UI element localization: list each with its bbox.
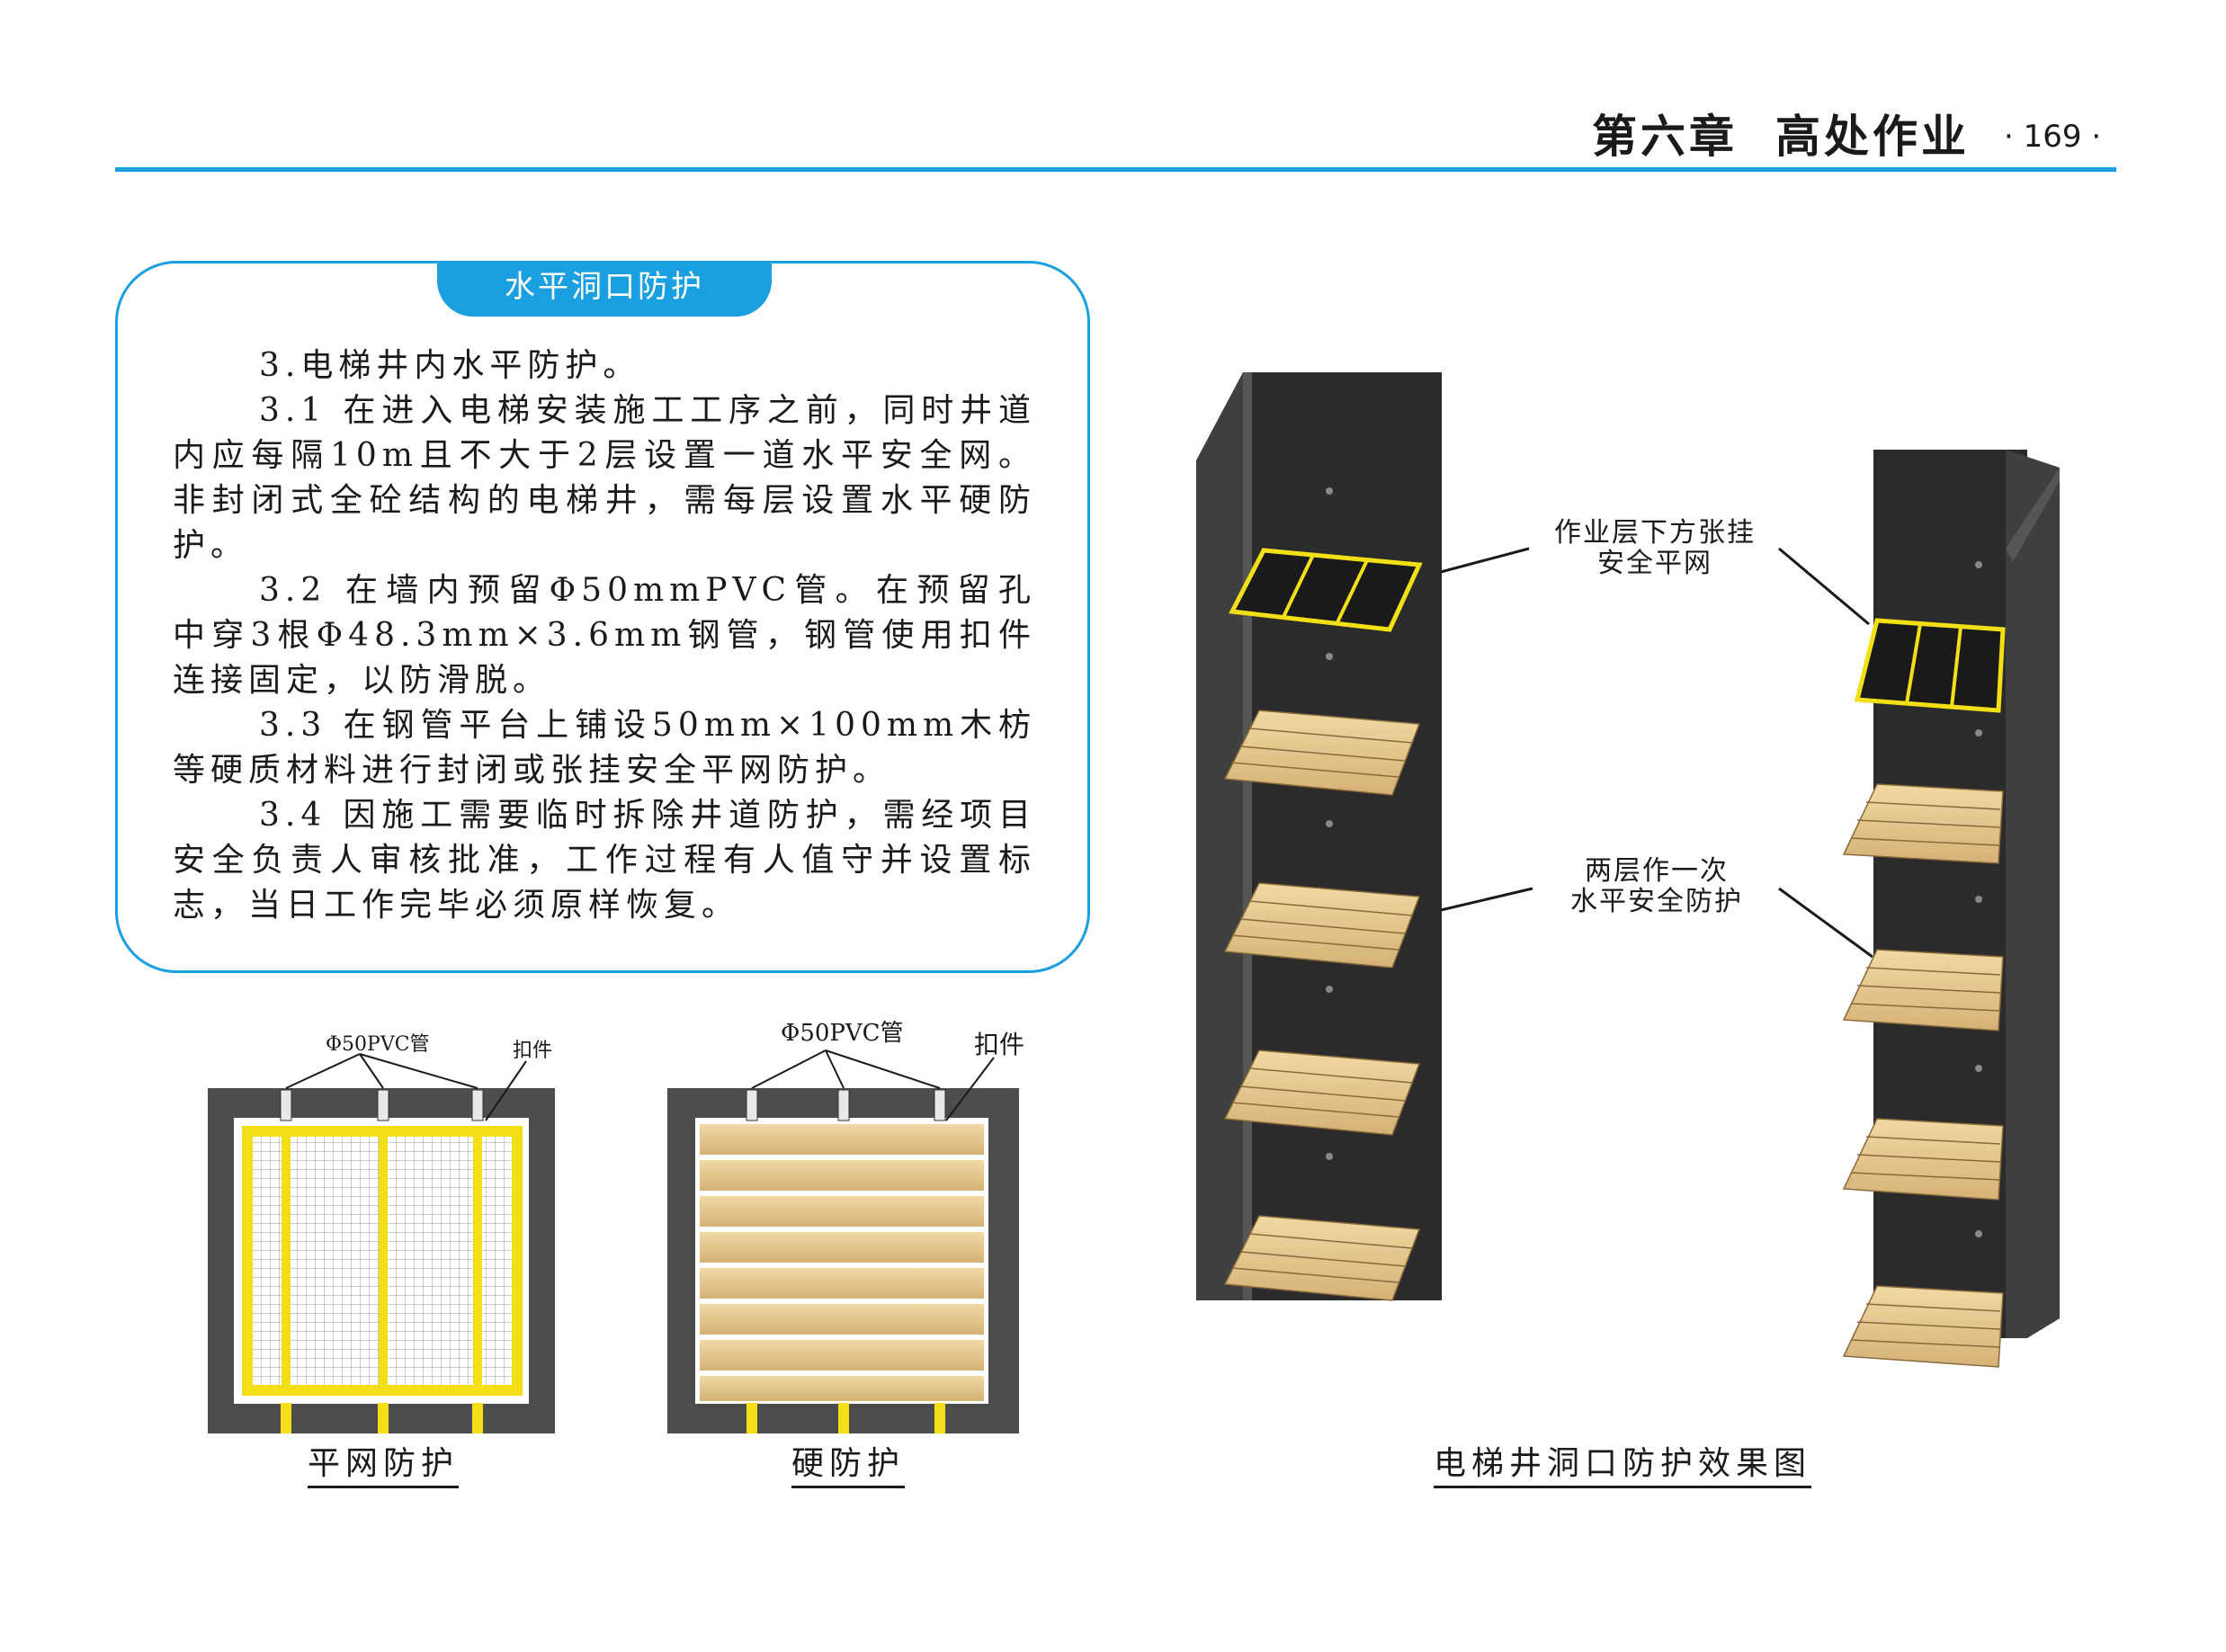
caption-net-protection: 平网防护 [308, 1444, 460, 1488]
net-pvc-label: Φ50PVC管 [326, 1033, 430, 1056]
paragraph-3-3: 3.3 在钢管平台上铺设50mm×100mm木枋等硬质材料进行封闭或张挂安全平网… [173, 707, 1036, 789]
shaft-left-figure [1196, 372, 1533, 1301]
label-net-below-text: 作业层下方张挂 安全平网 [1554, 517, 1756, 579]
paragraph-3-2: 3.2 在墙内预留Φ50mmPVC管。在预留孔中穿3根Φ48.3mm×3.6mm… [173, 572, 1036, 699]
net-protection-figure [208, 1053, 555, 1433]
body-text: 3.电梯井内水平防护。 3.1 在进入电梯安装施工工序之前，同时井道内应每隔10… [173, 344, 1036, 928]
label-net-below: 作业层下方张挂 安全平网 [1529, 518, 1781, 579]
chapter-title: 第六章高处作业 [1592, 101, 1970, 165]
page-number: · 169 · [2004, 119, 2102, 155]
hard-clamp-label: 扣件 [974, 1030, 1025, 1059]
paragraph-3: 3.电梯井内水平防护。 [259, 347, 641, 384]
net-clamp-label: 扣件 [513, 1040, 553, 1062]
label-two-floor-text: 两层作一次 水平安全防护 [1570, 855, 1743, 917]
chapter-number: 第六章 [1592, 111, 1738, 163]
header-rule [115, 167, 2116, 172]
paragraph-3-4: 3.4 因施工需要临时拆除井道防护，需经项目安全负责人审核批准，工作过程有人值守… [173, 797, 1036, 924]
caption-shaft-effect: 电梯井洞口防护效果图 [1434, 1444, 1812, 1488]
label-two-floor: 两层作一次 水平安全防护 [1540, 856, 1774, 917]
box-tab: 水平洞口防护 [437, 261, 772, 317]
hard-protection-figure [667, 1049, 1019, 1433]
chapter-name: 高处作业 [1775, 111, 1970, 163]
shaft-right-figure [1778, 450, 2060, 1368]
hard-pvc-label: Φ50PVC管 [781, 1020, 904, 1047]
caption-hard-protection: 硬防护 [791, 1444, 906, 1488]
wood-planks [700, 1124, 984, 1401]
paragraph-3-1: 3.1 在进入电梯安装施工工序之前，同时井道内应每隔10m且不大于2层设置一道水… [173, 392, 1036, 564]
